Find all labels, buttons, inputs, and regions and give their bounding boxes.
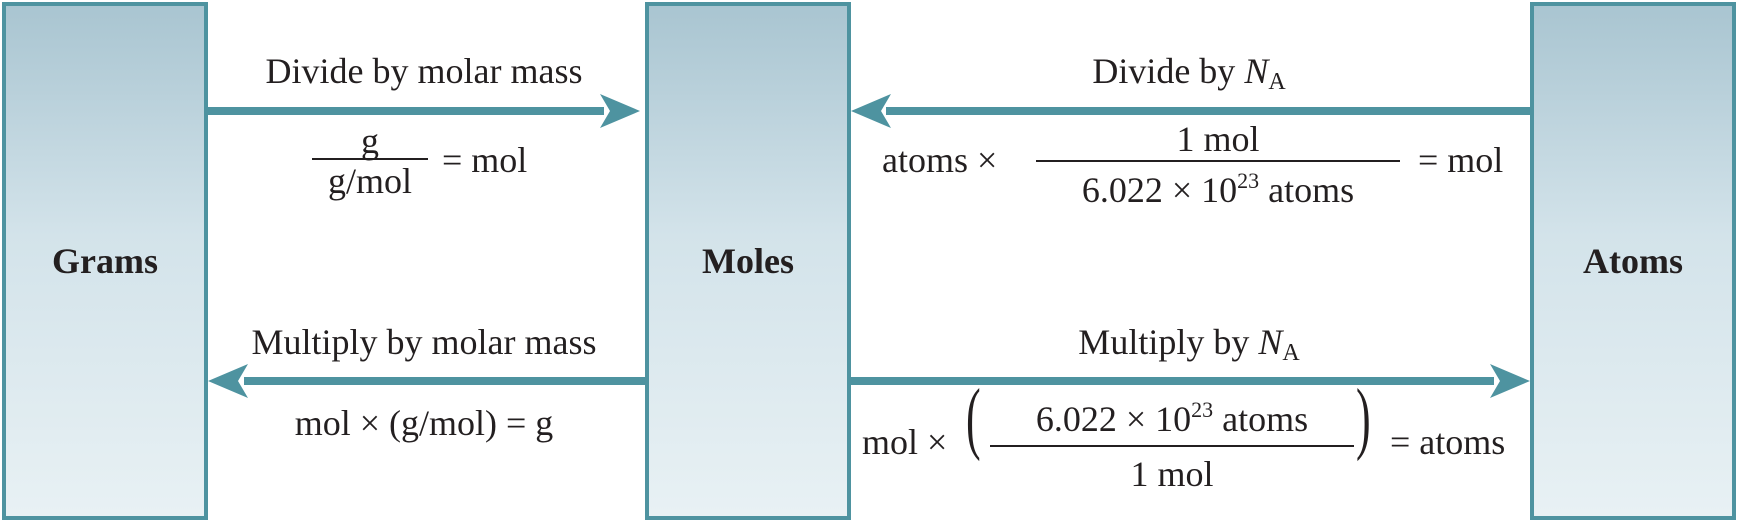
moles-to-atoms-denominator: 1 mol	[1130, 454, 1214, 494]
fraction-bar	[990, 445, 1354, 447]
atoms-label: Atoms	[1583, 241, 1683, 281]
label-prefix: Multiply by	[1078, 322, 1250, 362]
grams-to-moles-result: = mol	[442, 140, 528, 180]
moles-box: Moles	[645, 2, 851, 520]
moles-to-atoms-numerator: 6.022 × 1023 atoms	[990, 398, 1354, 440]
moles-to-grams-equation: mol × (g/mol) = g	[294, 403, 554, 443]
grams-box: Grams	[2, 2, 208, 520]
grams-to-moles-label: Divide by molar mass	[265, 51, 583, 91]
atoms-box: Atoms	[1530, 2, 1736, 520]
avogadro-subscript: A	[1282, 340, 1300, 366]
grams-to-moles-numerator: g	[361, 121, 379, 161]
numerator-unit: atoms	[1213, 399, 1309, 439]
avogadro-symbol: N	[1258, 322, 1283, 362]
label-prefix: Divide by	[1092, 51, 1236, 91]
right-parenthesis: )	[1355, 374, 1371, 462]
numerator-base: 6.022 × 10	[1035, 399, 1192, 439]
atoms-to-moles-lead: atoms ×	[882, 140, 998, 180]
numerator-exponent: 23	[1191, 397, 1214, 422]
avogadro-symbol: N	[1244, 51, 1269, 91]
atoms-to-moles-result: = mol	[1418, 140, 1504, 180]
moles-to-atoms-result: = atoms	[1390, 422, 1506, 462]
moles-to-grams-label: Multiply by molar mass	[251, 322, 597, 362]
moles-to-atoms-lead: mol ×	[862, 422, 948, 462]
left-parenthesis: (	[965, 374, 981, 462]
fraction-bar	[1036, 160, 1400, 162]
arrow-atoms-to-moles	[851, 94, 1530, 128]
denominator-base: 6.022 × 10	[1081, 170, 1238, 210]
fraction-bar	[312, 158, 428, 160]
arrow-grams-to-moles	[208, 94, 640, 128]
atoms-to-moles-denominator: 6.022 × 1023 atoms	[1036, 169, 1400, 211]
atoms-to-moles-numerator: 1 mol	[1176, 119, 1260, 159]
denominator-unit: atoms	[1259, 170, 1355, 210]
grams-label: Grams	[52, 241, 158, 281]
arrow-moles-to-grams	[208, 364, 645, 398]
atoms-to-moles-label: Divide by NA	[1092, 50, 1285, 96]
avogadro-subscript: A	[1268, 69, 1286, 95]
grams-to-moles-denominator: g/mol	[327, 161, 412, 201]
moles-to-atoms-label: Multiply by NA	[1078, 321, 1299, 367]
denominator-exponent: 23	[1237, 168, 1260, 193]
moles-label: Moles	[702, 241, 794, 281]
arrow-moles-to-atoms	[851, 364, 1530, 398]
